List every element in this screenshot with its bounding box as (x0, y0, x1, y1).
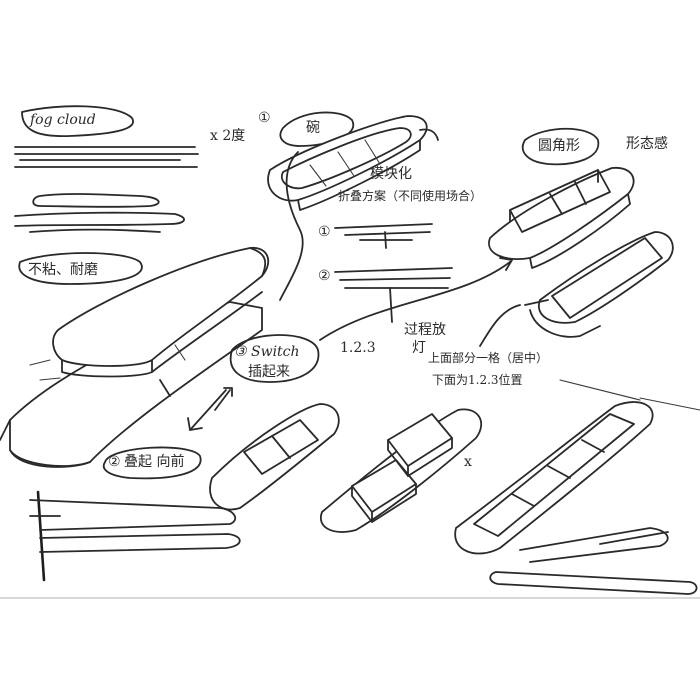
flat-tray-section (479, 231, 674, 347)
sequence-label: 1.2.3 (340, 340, 376, 356)
rounded-tray-section: 圆角形 形态感 (488, 127, 668, 269)
fold-plan-label: 折叠方案（不同使用场合） (338, 188, 482, 203)
step-one-mid-label: ① (318, 224, 331, 240)
fog-cloud-label-group: fog cloud (21, 105, 134, 137)
step-two-bottom-label: ② (108, 454, 121, 470)
bowl-label: 碗 (306, 120, 320, 136)
no-sticky-label: 不粘、耐磨 (28, 262, 98, 278)
step-one-top-label: ① (258, 110, 271, 126)
switch-label-line2: 插起来 (248, 364, 290, 380)
switch-note: ③ Switch 插起来 (187, 334, 320, 431)
form-feel-label: 形态感 (626, 135, 668, 152)
stacked-module-tray: x (319, 408, 482, 533)
process-label: 过程放 (404, 322, 446, 338)
arrangement-notes: 1.2.3 过程放 灯 上面部分一格（居中） 下面为1.2.3位置 (340, 322, 548, 387)
times-two-label: x 2度 (210, 128, 245, 144)
wavy-layer-sketch (14, 193, 185, 233)
switch-label-line1: ③ Switch (234, 344, 300, 360)
upper-part-label: 上面部分一格（居中） (428, 350, 548, 365)
two-slot-tray (209, 403, 340, 511)
fog-cloud-label: fog cloud (29, 112, 96, 128)
bottom-right-bent-lines (489, 527, 698, 595)
long-module-tray (454, 401, 654, 555)
structure-notes: 模块化 折叠方案（不同使用场合） ① ② (318, 166, 513, 341)
bottom-left-layer-sketch (29, 490, 241, 582)
lamp-label: 灯 (412, 340, 426, 356)
rounded-shape-label: 圆角形 (538, 138, 580, 154)
large-stacked-tray (0, 247, 270, 468)
step-two-mid-label: ② (318, 268, 331, 284)
construction-lines (0, 379, 700, 599)
fold-forward-label: 叠起 向前 (124, 453, 184, 470)
lower-part-label: 下面为1.2.3位置 (432, 372, 523, 387)
fold-forward-note: ② 叠起 向前 (102, 446, 202, 480)
cross-mark: x (464, 454, 472, 470)
bowl-section: ① 碗 (258, 110, 439, 301)
structure-label: 模块化 (370, 166, 412, 182)
no-sticky-label-group: 不粘、耐磨 (18, 252, 143, 285)
layer-lines-top: x 2度 (14, 128, 245, 168)
